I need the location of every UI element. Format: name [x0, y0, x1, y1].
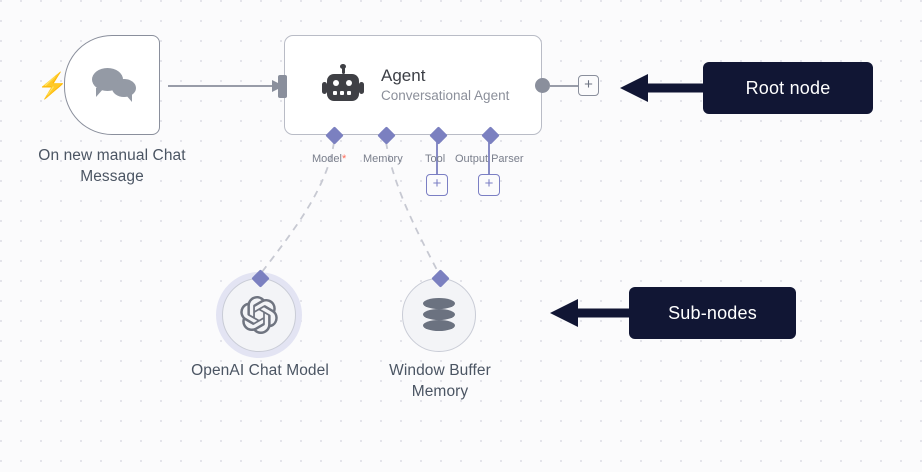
port-label-output-parser: Output Parser: [455, 153, 524, 165]
node-window-buffer-memory[interactable]: [402, 278, 476, 352]
add-node-button-tool[interactable]: +: [426, 174, 448, 196]
openai-logo-icon: [240, 296, 278, 334]
add-node-button-main[interactable]: +: [578, 75, 599, 96]
arrow-root-node-icon: [620, 74, 703, 102]
agent-input-port[interactable]: [278, 75, 287, 98]
port-label-tool: Tool: [425, 153, 446, 165]
annotation-root-node: Root node: [703, 62, 873, 114]
node-on-new-manual-chat-message[interactable]: [64, 35, 160, 135]
node-agent[interactable]: Agent Conversational Agent: [278, 35, 542, 135]
annotation-sub-nodes: Sub-nodes: [629, 287, 796, 339]
add-node-button-output-parser[interactable]: +: [478, 174, 500, 196]
node-caption-openai: OpenAI Chat Model: [191, 362, 329, 379]
database-icon: [423, 298, 455, 332]
agent-title: Agent: [381, 66, 426, 85]
robot-icon: [321, 64, 365, 104]
node-caption-trigger: On new manual Chat Message: [38, 147, 186, 185]
node-caption-memory: Window Buffer Memory: [389, 362, 491, 400]
lightning-bolt-icon: ⚡: [37, 72, 69, 100]
required-marker-model: *: [341, 153, 347, 165]
agent-subtitle: Conversational Agent: [381, 88, 510, 103]
agent-output-endpoint[interactable]: [535, 78, 550, 93]
port-label-memory: Memory: [363, 153, 403, 165]
node-openai-chat-model[interactable]: [222, 278, 296, 352]
arrow-sub-nodes-icon: [550, 299, 629, 327]
port-label-model: Model*: [312, 152, 346, 166]
chat-bubbles-icon: [92, 66, 138, 104]
port-label-model-text: Model: [312, 153, 342, 165]
